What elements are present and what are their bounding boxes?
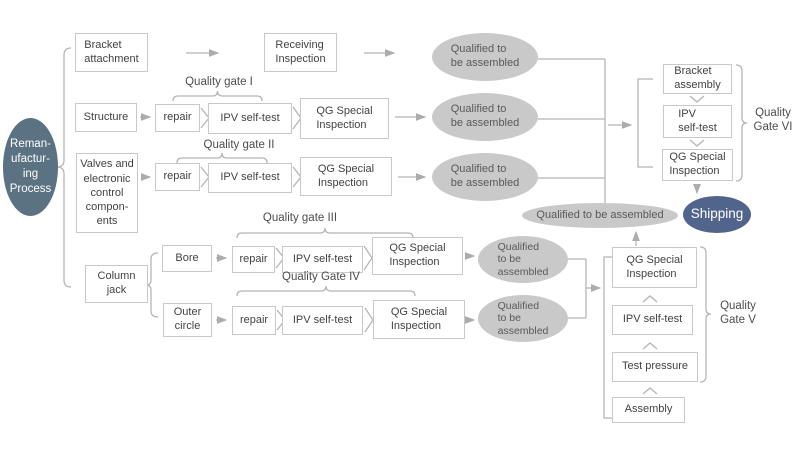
chevron-up-icon (642, 295, 658, 303)
qualified-final-ellipse: Qualified to be assembled (522, 203, 678, 228)
column-jack-box: Column jack (85, 265, 148, 303)
qualified-ellipse: Qualified to be assembled (432, 33, 538, 81)
chevron-right-icon (364, 307, 374, 333)
ipv-self-test-box: IPV self-test (208, 103, 292, 134)
ipv-self-test-box: IPV self-test (663, 105, 732, 138)
bracket-gate6-group (637, 78, 653, 168)
quality-gate-1-label: Quality gate I (185, 76, 253, 88)
remanufacturing-process-ellipse: Reman- ufactur- ing Process (3, 118, 58, 216)
brace-quality-gate-1 (172, 90, 263, 102)
qg-special-inspection-box: QG Special Inspection (373, 300, 465, 339)
quality-gate-4-label: Quality Gate IV (282, 271, 360, 283)
quality-gate-6-label: Quality Gate VI (753, 107, 793, 133)
repair-box: repair (232, 246, 275, 273)
qualified-ellipse: Qualified to be assembled (432, 153, 538, 201)
shipping-ellipse: Shipping (683, 196, 751, 233)
qg-special-inspection-box: QG Special Inspection (300, 157, 392, 196)
repair-box: repair (155, 163, 200, 191)
brace-quality-gate-4 (236, 285, 416, 297)
qualified-ellipse: Qualified to be assembled (432, 93, 538, 141)
chevron-down-icon (689, 95, 705, 103)
bracket-attachment-box: Bracket attachment (75, 33, 148, 72)
qg-special-inspection-box: QG Special Inspection (662, 149, 733, 181)
chevron-right-icon (363, 245, 373, 271)
qualified-ellipse: Qualified to be assembled (478, 295, 568, 342)
brace-quality-gate-2 (176, 152, 268, 164)
structure-box: Structure (75, 103, 137, 132)
brace-quality-gate-6 (735, 64, 748, 182)
ipv-self-test-box: IPV self-test (282, 306, 363, 335)
qg-special-inspection-box: QG Special Inspection (372, 237, 463, 275)
ipv-self-test-box: IPV self-test (208, 163, 292, 193)
chevron-down-icon (689, 139, 705, 147)
bracket-assembly-box: Bracket assembly (663, 64, 732, 94)
quality-gate-2-label: Quality gate II (203, 139, 275, 151)
ipv-self-test-box: IPV self-test (282, 246, 363, 273)
chevron-up-icon (642, 387, 658, 395)
test-pressure-box: Test pressure (612, 352, 698, 382)
ipv-self-test-box: IPV self-test (612, 305, 693, 335)
brace-quality-gate-3 (236, 227, 414, 239)
bracket-gate5-group (603, 256, 617, 419)
assembly-box: Assembly (612, 397, 685, 423)
quality-gate-3-label: Quality gate III (262, 212, 338, 224)
receiving-inspection-box: Receiving Inspection (264, 33, 337, 72)
quality-gate-5-label: Quality Gate V (720, 300, 756, 326)
qualified-ellipse: Qualified to be assembled (478, 236, 568, 283)
valves-box: Valves and electronic control compon- en… (76, 153, 138, 233)
brace-process-split (56, 47, 72, 288)
bore-box: Bore (162, 245, 212, 272)
qg-special-inspection-box: QG Special Inspection (612, 247, 697, 288)
repair-box: repair (155, 104, 200, 132)
qg-special-inspection-box: QG Special Inspection (300, 98, 389, 139)
chevron-up-icon (642, 342, 658, 350)
repair-box: repair (232, 306, 276, 335)
brace-quality-gate-5 (699, 246, 712, 383)
outer-circle-box: Outer circle (163, 303, 212, 337)
